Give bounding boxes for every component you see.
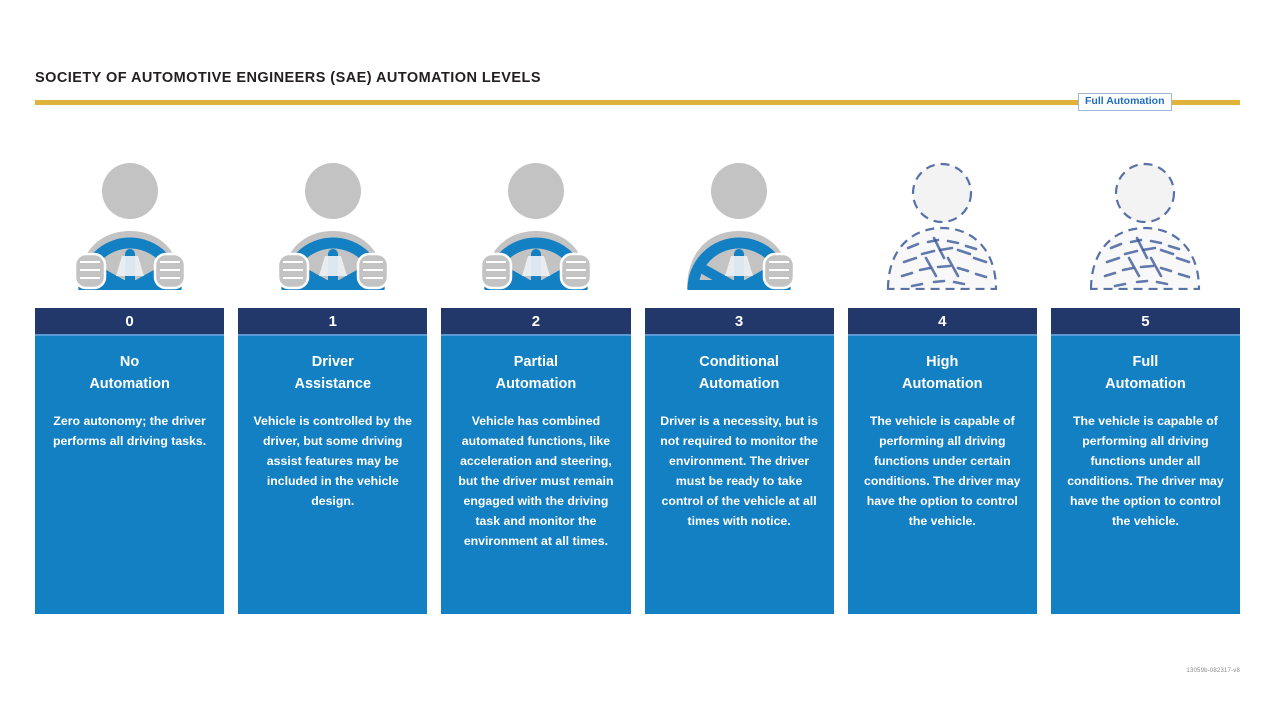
- level-description: The vehicle is capable of performing all…: [864, 414, 1021, 528]
- driver-icon-cell-2: [441, 140, 630, 290]
- level-description: Driver is a necessity, but is not requir…: [660, 414, 818, 528]
- level-number-badge: 4: [847, 308, 1037, 336]
- driver-both-hands-icon: [73, 163, 186, 290]
- level-description: Vehicle has combined automated functions…: [458, 414, 614, 548]
- driver-icon-cell-1: [238, 140, 427, 290]
- level-number-badge: 3: [644, 308, 834, 336]
- level-number-badge: 5: [1050, 308, 1241, 336]
- driver-ghost-icon: [1090, 162, 1201, 290]
- full-automation-callout[interactable]: Full Automation: [1078, 93, 1172, 111]
- driver-both-hands-icon: [479, 163, 593, 290]
- level-title: No Automation: [89, 354, 170, 392]
- driver-icon-cell-4: [848, 140, 1037, 290]
- document-code: 13059b-082317-v8: [1186, 668, 1240, 674]
- level-description: Vehicle is controlled by the driver, but…: [253, 414, 413, 508]
- page-title: SOCIETY OF AUTOMOTIVE ENGINEERS (SAE) AU…: [35, 70, 541, 86]
- driver-both-hands-icon: [276, 163, 389, 290]
- driver-ghost-icon: [887, 162, 998, 290]
- level-title: Conditional Automation: [698, 354, 780, 392]
- slide-header: SOCIETY OF AUTOMOTIVE ENGINEERS (SAE) AU…: [35, 70, 1240, 111]
- driver-icon-cell-5: [1051, 140, 1240, 290]
- level-number-badge: 2: [441, 308, 631, 336]
- level-title: Partial Automation: [495, 354, 577, 392]
- driver-icon-cell-3: [645, 140, 834, 290]
- driver-icon-cell-0: [35, 140, 224, 290]
- level-description: The vehicle is capable of performing all…: [1067, 414, 1224, 528]
- level-title: Driver Assistance: [294, 354, 372, 392]
- level-title: Full Automation: [1105, 354, 1186, 392]
- level-number-badge: 0: [35, 308, 225, 336]
- level-title: High Automation: [902, 354, 983, 392]
- driver-icon-row: [35, 140, 1240, 290]
- level-number-badge: 1: [238, 308, 428, 336]
- driver-one-hand-icon: [687, 163, 796, 290]
- header-rule-area: Full Automation: [35, 93, 1240, 111]
- level-description: Zero autonomy; the driver performs all d…: [53, 414, 207, 448]
- gold-divider-line: [35, 100, 1240, 105]
